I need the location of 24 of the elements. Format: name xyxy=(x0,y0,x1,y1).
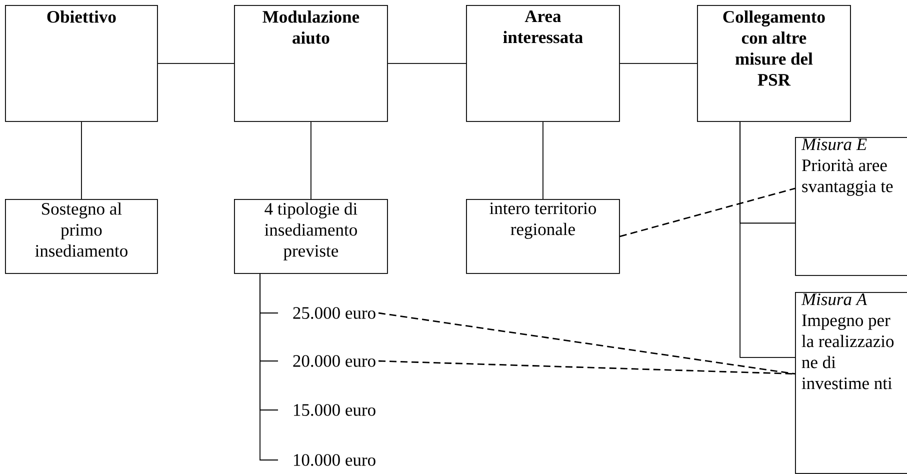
connector xyxy=(620,188,796,238)
text-box: Sostegno al primo insediamento xyxy=(5,199,158,274)
amount-label: 25.000 euro xyxy=(293,307,376,319)
connector xyxy=(157,63,234,64)
amount-label: 10.000 euro xyxy=(294,454,376,466)
connector xyxy=(387,63,466,64)
connector xyxy=(542,121,544,200)
connector xyxy=(81,121,82,200)
heading-box: Collegamento con altre misure del PSR xyxy=(697,5,851,122)
heading-box: Area interessata xyxy=(466,5,620,122)
text-box: 4 tipologie di insediamento previste xyxy=(234,199,388,274)
text-box: intero territorio regionale xyxy=(466,199,620,274)
connector xyxy=(260,273,278,460)
connector xyxy=(619,63,698,64)
heading-box: Modulazione aiuto xyxy=(234,5,388,122)
heading-box: Obiettivo xyxy=(5,5,158,122)
connector xyxy=(740,121,796,358)
amount-label: 20.000 euro xyxy=(293,355,376,367)
connector xyxy=(310,121,312,200)
note-box: Misura E Priorità aree svantaggia te xyxy=(795,137,907,276)
amount-label: 15.000 euro xyxy=(294,404,376,416)
connector xyxy=(378,360,796,375)
note-box: Misura A Impegno per la realizzazio ne di investime nti xyxy=(795,292,907,474)
connector xyxy=(378,312,796,375)
